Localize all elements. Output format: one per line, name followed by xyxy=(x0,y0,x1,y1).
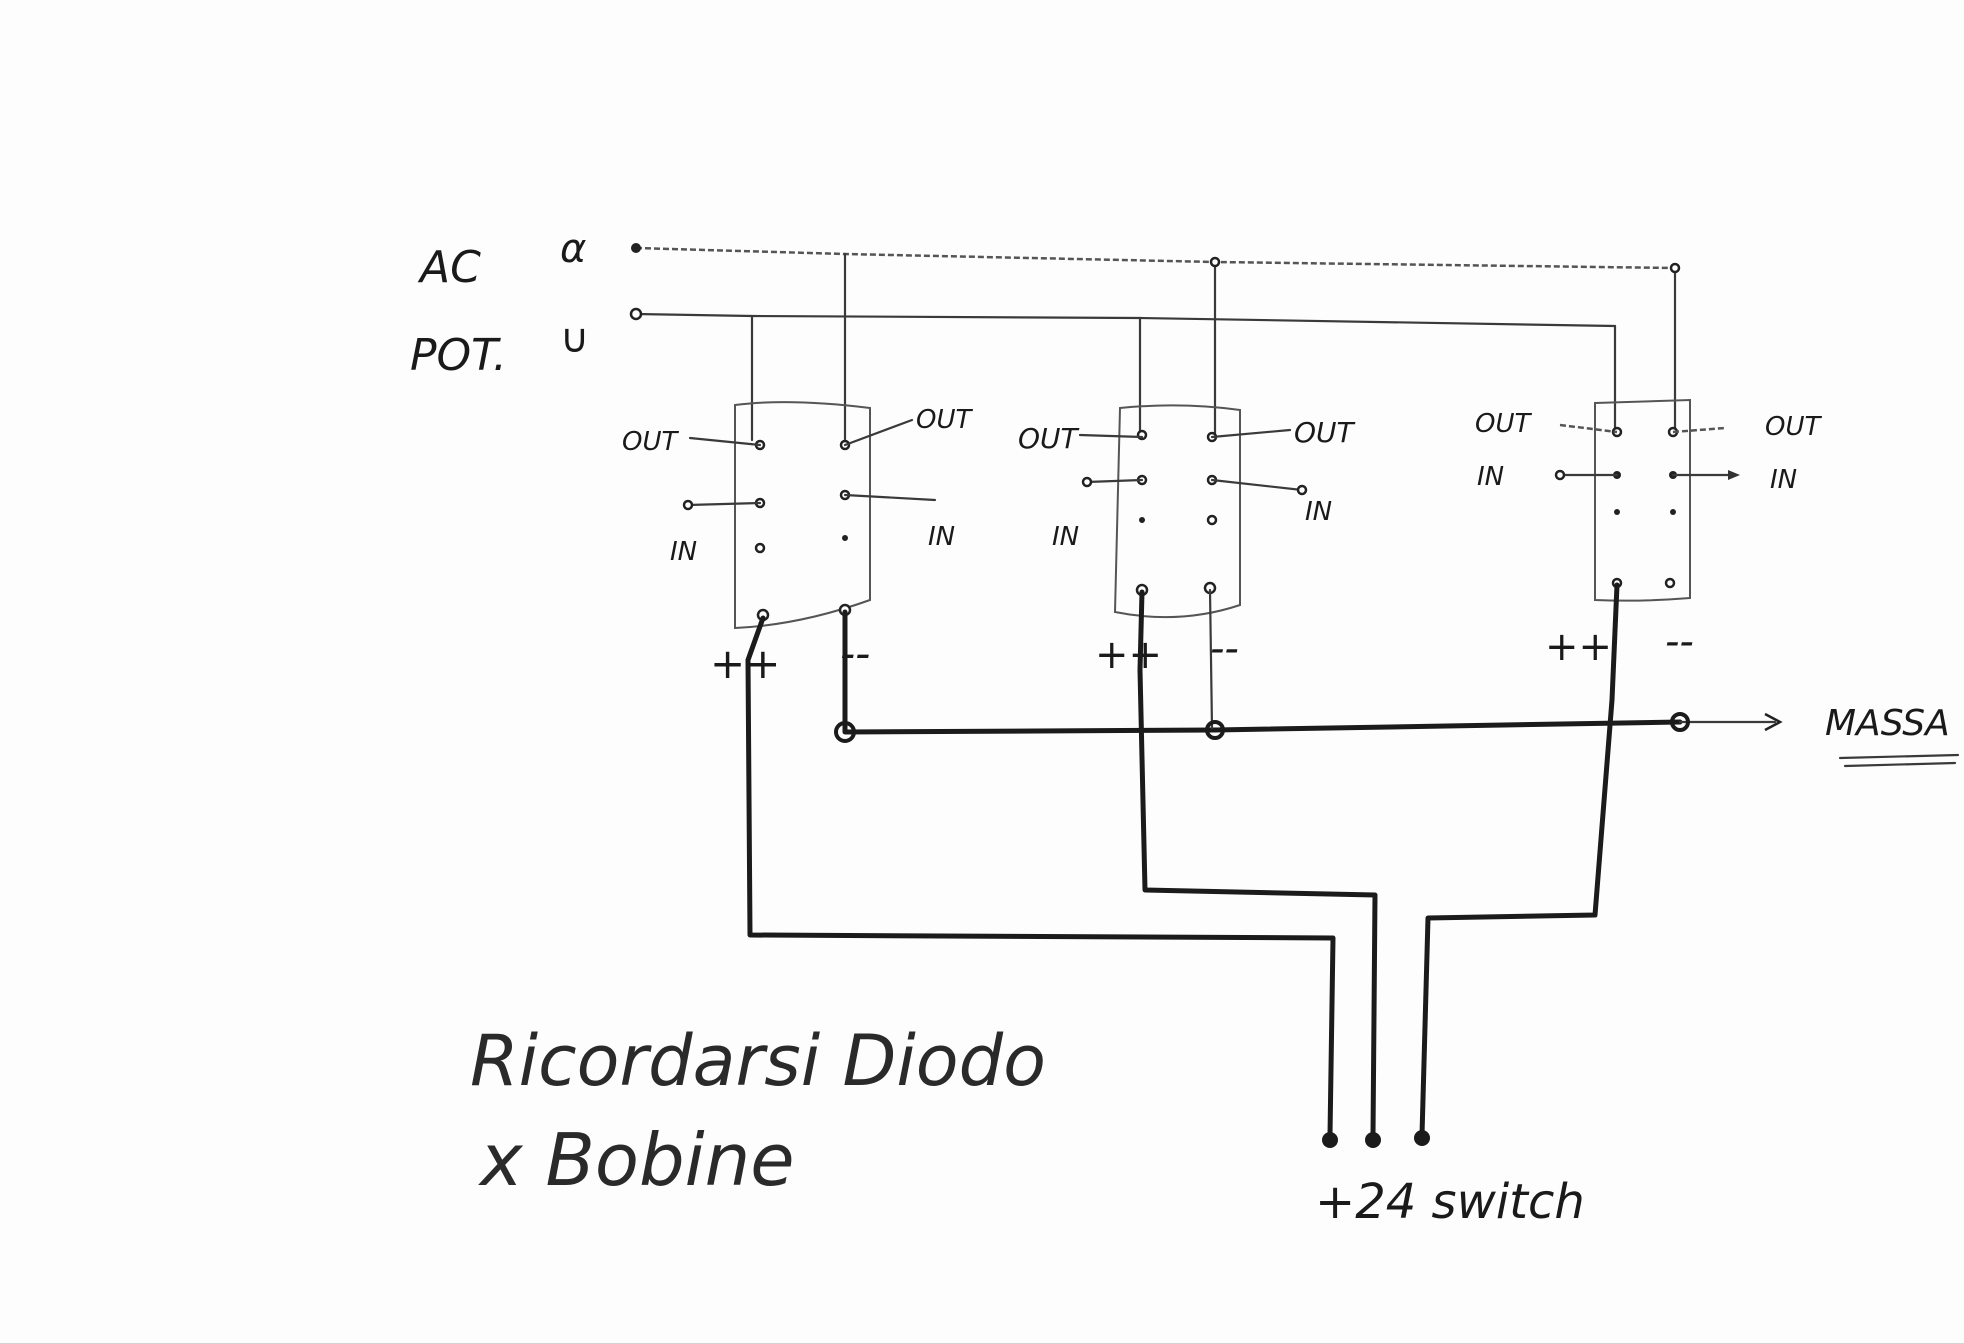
ground-label: MASSA xyxy=(1825,703,1950,744)
relay2-ac-junction xyxy=(1209,256,1221,268)
relay2-minus-to-ground xyxy=(1208,588,1214,730)
relay2-pin xyxy=(1139,517,1145,523)
relay-1: OUT OUT IN IN ++ -- xyxy=(622,401,973,688)
relay1-left-in-lead xyxy=(686,501,762,507)
relay2-left-in-lead xyxy=(1085,478,1144,484)
relay3-right-in-arrow-icon xyxy=(1728,470,1740,480)
relay-3: OUT OUT IN IN ++ -- xyxy=(1475,398,1822,670)
relay2-left-in-terminal xyxy=(1081,476,1093,488)
ground-label-underline xyxy=(1843,761,1957,768)
relay2-right-in-label: IN xyxy=(1305,497,1332,527)
relay3-right-out-label: OUT xyxy=(1765,412,1822,442)
relay1-plus-feed xyxy=(745,615,1336,1138)
relay1-left-out-label: OUT xyxy=(622,427,679,457)
ac-bus-line xyxy=(635,246,1676,270)
relay3-plus-feed xyxy=(1419,582,1620,1138)
relay2-right-out-lead xyxy=(1210,428,1292,439)
relay3-pin xyxy=(1670,509,1676,515)
ground-label-underline xyxy=(1838,753,1960,760)
ground-junction xyxy=(834,721,856,743)
relay3-left-out-label: OUT xyxy=(1475,409,1532,439)
relay2-plus-feed xyxy=(1137,589,1378,1138)
switch-label: +24 switch xyxy=(1315,1174,1585,1230)
relay3-ac-junction xyxy=(1669,262,1681,274)
relay2-right-out-label: OUT xyxy=(1294,416,1356,449)
relay1-left-out-lead xyxy=(688,436,762,447)
relay3-right-in-label: IN xyxy=(1770,465,1797,495)
switch-terminal xyxy=(1365,1132,1381,1148)
ground-bus xyxy=(842,609,1683,735)
relay3-coil-minus-pin xyxy=(1664,577,1676,589)
relay3-left-out-lead xyxy=(1559,423,1618,434)
relay3-body xyxy=(1594,398,1691,602)
relay1-pin xyxy=(754,542,766,554)
relay2-minus-label: -- xyxy=(1210,626,1239,672)
relay1-left-in-label: IN xyxy=(670,537,697,567)
ac-symbol: α xyxy=(560,226,586,272)
ground-junction xyxy=(1205,720,1225,740)
relay2-plus-label: ++ xyxy=(1095,632,1162,678)
ac-label: AC xyxy=(417,242,481,293)
ground-junction xyxy=(1670,712,1690,732)
relay1-right-out-label: OUT xyxy=(916,405,973,435)
relay1-body xyxy=(734,401,871,630)
relay2-pin xyxy=(1206,514,1218,526)
relay2-left-in-label: IN xyxy=(1052,522,1079,552)
relay3-right-out-lead xyxy=(1672,426,1726,434)
relay2-left-out-lead xyxy=(1078,433,1144,439)
relay2-left-out-label: OUT xyxy=(1018,422,1080,455)
relay3-left-in-terminal xyxy=(1554,469,1566,481)
relay1-plus-label: ++ xyxy=(710,639,780,688)
relay3-pin xyxy=(1614,509,1620,515)
ac-terminal xyxy=(631,243,641,253)
relay1-right-in-label: IN xyxy=(928,522,955,552)
pot-bus-line xyxy=(634,312,1617,328)
relay3-minus-label: -- xyxy=(1665,619,1694,665)
note-line-2: x Bobine xyxy=(478,1118,795,1202)
pot-label: POT. xyxy=(410,330,507,381)
relay-2: OUT OUT IN IN ++ -- xyxy=(1018,404,1356,678)
pot-symbol: ∪ xyxy=(560,316,589,362)
note-line-1: Ricordarsi Diodo xyxy=(470,1020,1046,1102)
pot-terminal xyxy=(629,307,643,321)
relay3-left-in-label: IN xyxy=(1477,462,1504,492)
relay1-right-in-lead xyxy=(843,493,937,502)
relay1-right-out-lead xyxy=(843,418,914,447)
relay1-left-in-terminal xyxy=(682,499,694,511)
relay3-plus-label: ++ xyxy=(1545,624,1612,670)
switch-terminal xyxy=(1322,1132,1338,1148)
relay1-pin xyxy=(842,535,848,541)
relay2-body xyxy=(1113,404,1241,619)
relay2-right-in-terminal xyxy=(1296,484,1308,496)
switch-terminal xyxy=(1414,1130,1430,1146)
ground-arrow-icon xyxy=(1764,712,1783,732)
relay2-right-in-lead xyxy=(1210,478,1304,492)
